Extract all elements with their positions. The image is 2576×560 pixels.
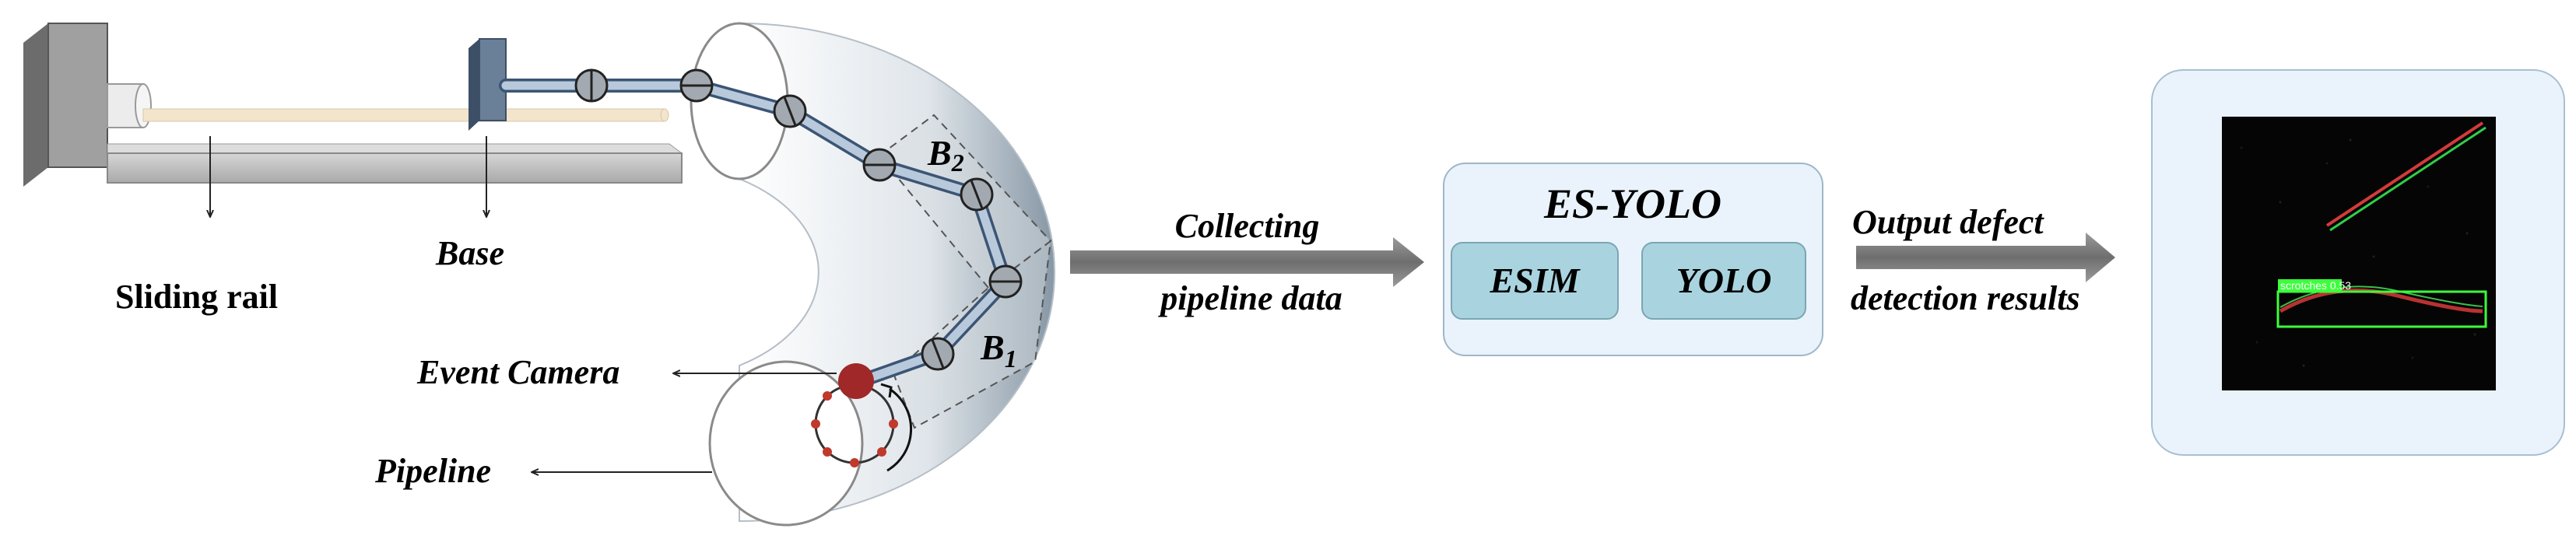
detection-label: scrotches 0.53 [2280,279,2351,292]
arm-joint [988,264,1023,299]
yolo-label: YOLO [1676,261,1772,300]
scan-point [850,458,859,467]
arm-joints [574,68,1023,371]
event-noise [2240,138,2476,367]
rail-end-block-side [23,23,48,187]
result-panel: scrotches 0.53 [2151,69,2565,456]
scan-point [877,447,886,457]
slide-rod [142,108,665,122]
detection-box [2276,290,2487,328]
detection-label-bg [2278,279,2342,292]
output-label: Output defect detection results [1851,203,2080,317]
scan-point [889,419,898,429]
base-label: Base [435,234,504,272]
base-block [469,38,507,131]
sliding-rail-assembly [23,23,683,216]
arm-joint [921,337,955,371]
rail-end-block [47,23,108,168]
pipe-edge-red [2325,121,2484,227]
esim-label: ESIM [1489,261,1581,300]
arm-joint [960,177,994,212]
arm-joint [862,148,897,182]
yolo-module [1641,242,1806,320]
b1-label: B1 [980,327,1017,373]
rail-bar-top [107,143,683,154]
elbow-pipe [690,22,1055,527]
scan-point [823,391,832,401]
event-frame-image [2222,117,2496,390]
model-title: ES-YOLO [1543,180,1721,227]
rail-bar [107,152,683,184]
pipeline-label: Pipeline [374,452,491,490]
scan-point [823,447,832,457]
pipe-end-lower [708,360,864,527]
pipe-edge-green [2329,126,2487,232]
scan-point [811,419,820,429]
arm-joint [773,94,807,128]
sliding-rail-label: Sliding rail [115,278,278,316]
event-camera [838,363,874,399]
rotation-arrow [886,387,913,472]
es-yolo-panel: ES-YOLO ESIM YOLO [1443,163,1823,356]
arm-joint [574,68,609,103]
b2-label: B2 [927,133,964,177]
arm-joint [679,68,714,103]
scratch-red [2279,288,2483,313]
collecting-label: Collecting pipeline data [1157,207,1342,317]
rotation-indicator [811,363,913,472]
event-camera-label: Event Camera [416,353,619,391]
esim-module [1451,242,1619,320]
collect-arrow [1070,237,1424,287]
output-arrow [1856,233,2115,282]
